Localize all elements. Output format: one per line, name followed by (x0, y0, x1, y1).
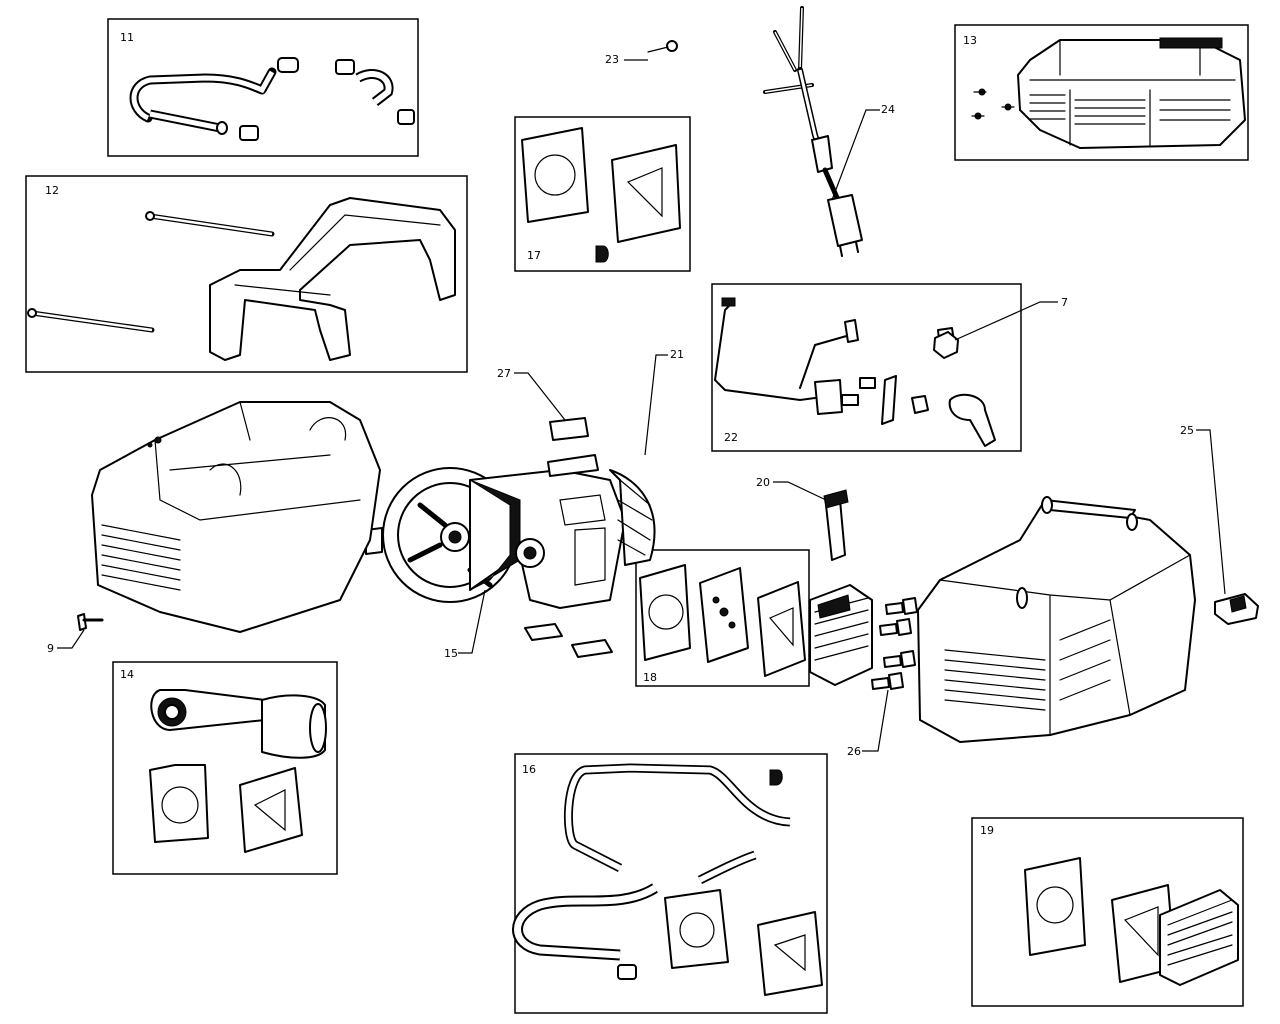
label-19: 19 (980, 824, 994, 837)
label-13: 13 (963, 34, 977, 47)
group-14-connecting-rod (112, 661, 338, 875)
label-7: 7 (1061, 296, 1068, 309)
part-7-nut (933, 331, 959, 359)
label-17: 17 (527, 249, 541, 262)
label-18: 18 (643, 671, 657, 684)
left-housing (91, 401, 381, 633)
label-25: 25 (1180, 424, 1194, 437)
label-20: 20 (756, 476, 770, 489)
group-12-handle (25, 175, 468, 373)
label-26: 26 (847, 745, 861, 758)
group-19-cylinder-head (971, 817, 1244, 1007)
label-27: 27 (497, 367, 511, 380)
label-15: 15 (444, 647, 458, 660)
label-9: 9 (47, 642, 54, 655)
group-17-gaskets (514, 116, 691, 272)
shroud-vent-lines (1029, 94, 1231, 125)
group-11-hose-kit (107, 18, 419, 157)
label-24: 24 (881, 103, 895, 116)
part-25-switch (1214, 593, 1259, 625)
label-16: 16 (522, 763, 536, 776)
part-9-screw (77, 613, 104, 631)
label-23: 23 (605, 53, 619, 66)
leader-lines (57, 59, 1226, 752)
part-24-power-cord (763, 6, 863, 257)
label-22: 22 (724, 431, 738, 444)
label-12: 12 (45, 184, 59, 197)
part-27-pad (549, 417, 589, 441)
right-housing (917, 496, 1196, 743)
pump-motor-assembly (382, 454, 656, 609)
label-14: 14 (120, 668, 134, 681)
part-23-screw (647, 40, 678, 53)
group-18-valve-plate (635, 549, 810, 687)
label-11: 11 (120, 31, 134, 44)
left-housing-vent-lines (101, 524, 181, 591)
group-22-pressure-switch-assembly (711, 283, 1022, 452)
cylinder-head-main (809, 584, 873, 686)
part-26-bolts (871, 597, 918, 690)
part-20-dipstick (823, 489, 849, 561)
group-13-shroud (954, 24, 1249, 161)
group-16-tube-kit (512, 753, 828, 1014)
part-number-labels: 11 12 13 14 16 17 18 19 22 23 24 7 27 21… (45, 31, 1194, 837)
right-housing-vent-lines (944, 649, 1046, 711)
label-21: 21 (670, 348, 684, 361)
